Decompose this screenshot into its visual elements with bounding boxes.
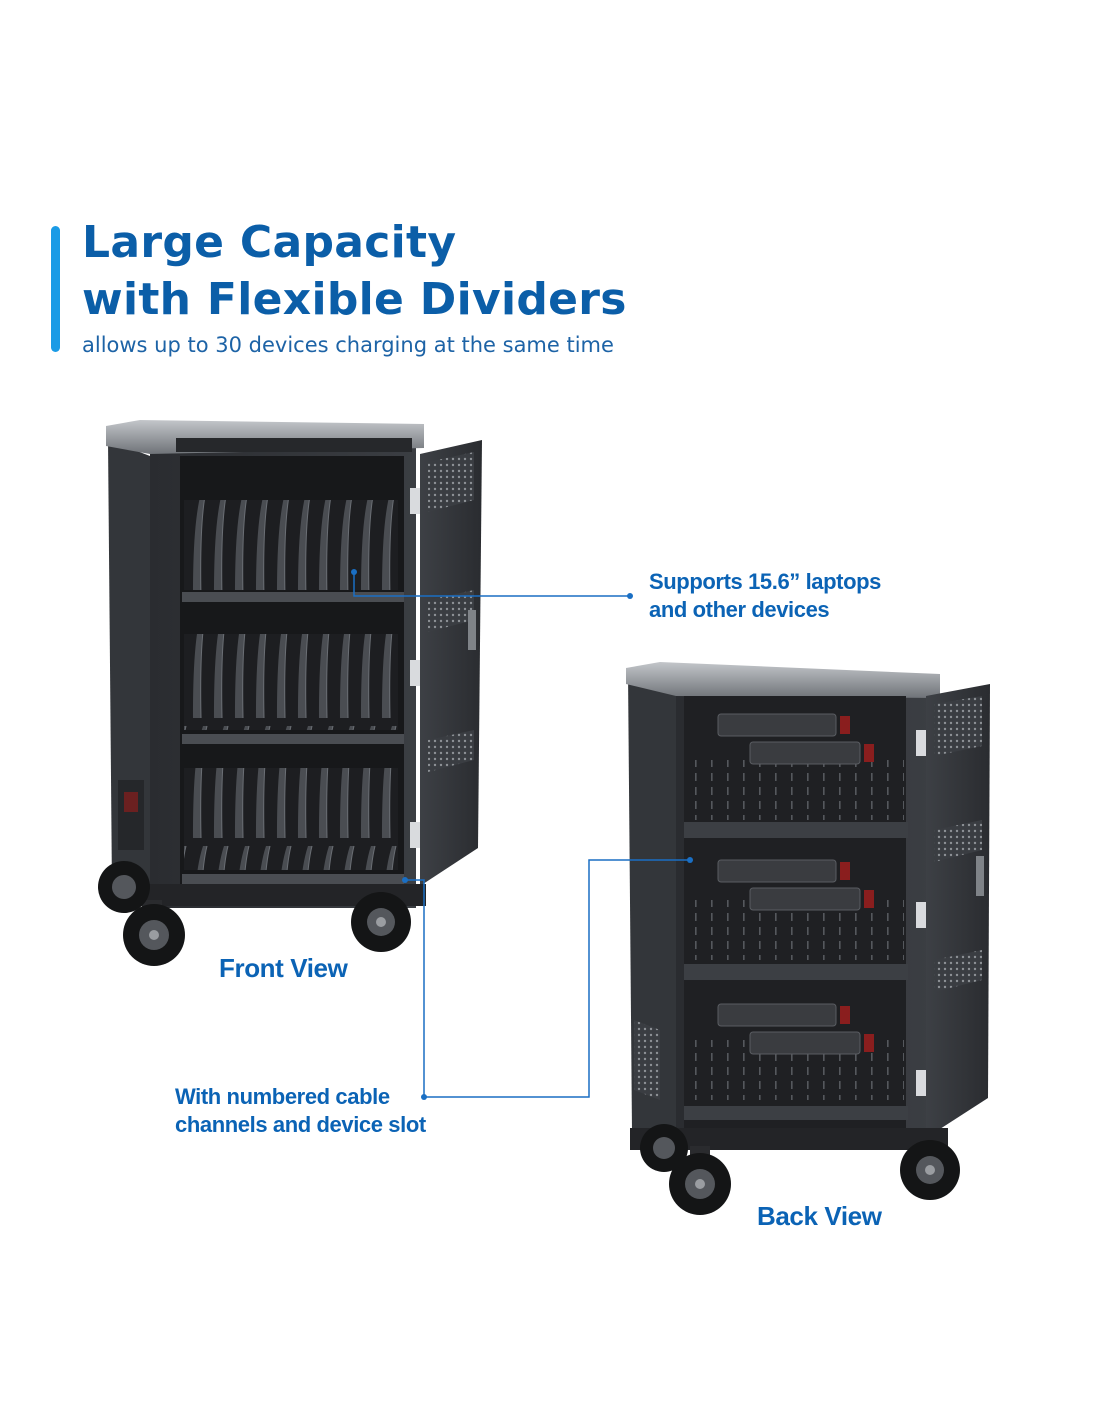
page-title: Large Capacity with Flexible Dividers [82, 214, 627, 328]
title-line-2: with Flexible Dividers [82, 274, 627, 325]
callout-cable-channels: With numbered cable channels and device … [175, 1083, 426, 1139]
back-cart-shelf [684, 1106, 908, 1120]
back-cart-shelf [684, 964, 908, 980]
wheel [669, 1146, 731, 1215]
front-cart-slots-top [184, 500, 398, 590]
callout-cable-line-2: channels and device slot [175, 1112, 426, 1137]
callout-cable-line-1: With numbered cable [175, 1084, 390, 1109]
front-cart-slots-bottom [184, 768, 398, 870]
back-cart-base [630, 1128, 948, 1150]
front-cart-base [110, 884, 426, 906]
callout-supports-line-2: and other devices [649, 597, 830, 622]
front-view-label: Front View [219, 953, 348, 983]
title-line-1: Large Capacity [82, 217, 457, 268]
front-cart [98, 420, 482, 966]
accent-bar [51, 226, 60, 352]
callout-supports: Supports 15.6” laptops and other devices [649, 568, 881, 624]
leader-line-supports [353, 572, 630, 597]
wheel [98, 861, 150, 913]
back-cart-top-rail [626, 662, 940, 698]
wheel [640, 1124, 688, 1172]
back-cart-door [926, 684, 990, 1138]
front-cart-door [420, 440, 482, 886]
back-cart-shelf [684, 822, 908, 838]
page-subtitle: allows up to 30 devices charging at the … [82, 333, 614, 357]
callout-leader-lines [353, 572, 690, 1098]
callout-dots [351, 569, 693, 1100]
leader-line-cable-front [405, 879, 425, 1097]
wheel [123, 900, 185, 966]
power-strip [717, 713, 861, 1055]
front-cart-shelf [182, 874, 404, 884]
front-cart-shelf [182, 592, 404, 602]
back-view-label: Back View [757, 1201, 882, 1231]
wheel [351, 892, 411, 952]
front-cart-shelf [182, 734, 404, 744]
front-cart-slots-middle [184, 634, 398, 730]
callout-supports-line-1: Supports 15.6” laptops [649, 569, 882, 594]
wheel [900, 1140, 960, 1200]
back-cart [626, 662, 990, 1215]
leader-line-cable-back [424, 859, 690, 1098]
